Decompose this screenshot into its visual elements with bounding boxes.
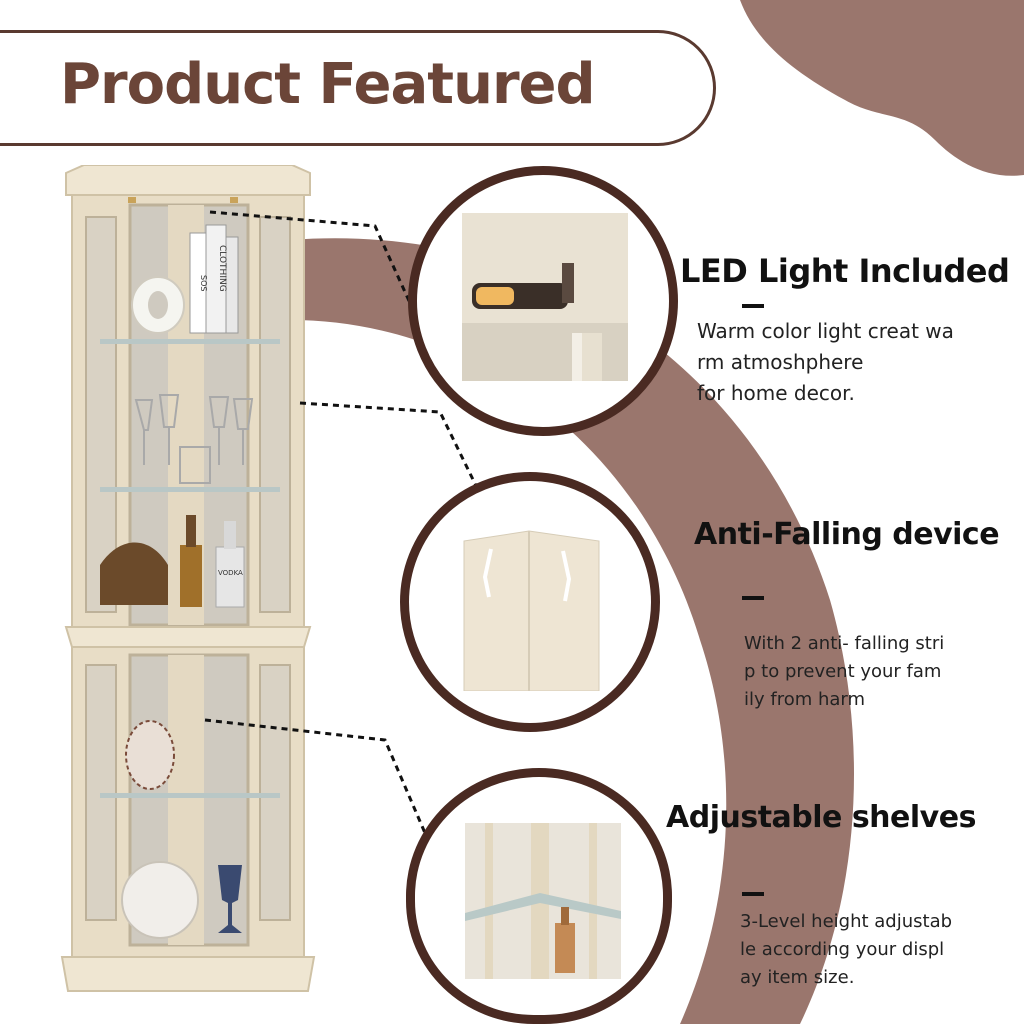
led-detail-circle (408, 166, 678, 436)
connector-anti-falling (299, 401, 484, 499)
desc-line: p to prevent your fam (744, 661, 942, 682)
feature-desc-anti-falling: With 2 anti- falling stri p to prevent y… (744, 630, 944, 714)
ring-vase-hole (148, 291, 168, 319)
upper-shelf-2 (100, 487, 280, 492)
white-vase (121, 861, 199, 939)
arc-band (290, 238, 854, 1024)
shelves-detail-photo (465, 823, 621, 979)
desc-line: rm atmoshphere (697, 350, 864, 374)
desc-line: for home decor. (697, 381, 855, 405)
book-3 (225, 236, 239, 334)
feature-desc-shelves: 3-Level height adjustab le according you… (740, 908, 952, 992)
lower-shelf (100, 793, 280, 798)
cabinet-base (60, 956, 316, 992)
desc-line: 3-Level height adjustab (740, 911, 953, 932)
book-spine-text-2: SOS (199, 275, 208, 291)
feature-dash-led (742, 304, 764, 308)
desc-line: ay item size. (740, 967, 855, 988)
desc-line: Warm color light creat wa (697, 319, 954, 343)
feature-title-anti-falling: Anti-Falling device (694, 517, 1000, 552)
desc-line: le according your displ (740, 939, 945, 960)
anti-falling-detail-photo (459, 529, 607, 691)
feature-dash-shelves (742, 892, 764, 896)
feature-title-shelves: Adjustable shelves (666, 800, 976, 835)
connector-led (209, 210, 422, 326)
title-pill (0, 30, 716, 146)
desc-line: With 2 anti- falling stri (744, 633, 945, 654)
feature-title-led: LED Light Included (680, 252, 1010, 290)
feature-desc-led: Warm color light creat wa rm atmoshphere… (697, 316, 954, 409)
speckled-vase (125, 720, 175, 790)
upper-shelf-1 (100, 339, 280, 344)
led-detail-photo (462, 213, 628, 381)
cabinet-crown (65, 165, 311, 196)
anti-falling-detail-circle (400, 472, 660, 732)
page-title: Product Featured (60, 52, 596, 117)
desc-line: ily from harm (744, 689, 866, 710)
lower-right-glass (259, 664, 291, 921)
feature-dash-anti-falling (742, 596, 764, 600)
shelves-detail-circle (406, 768, 672, 1024)
bottles: VODKA (100, 515, 245, 608)
blue-goblet (218, 865, 242, 933)
bottle-label: VODKA (218, 569, 243, 577)
upper-right-glass (259, 216, 291, 613)
corner-curio-cabinet: CLOTHING SOS VODKA (60, 165, 316, 992)
book-spine-text: CLOTHING (217, 245, 227, 292)
wine-glasses (134, 394, 254, 484)
connector-shelves (204, 718, 430, 841)
corner-blob (740, 0, 1024, 176)
lower-left-glass (85, 664, 117, 921)
upper-left-glass (85, 216, 117, 613)
